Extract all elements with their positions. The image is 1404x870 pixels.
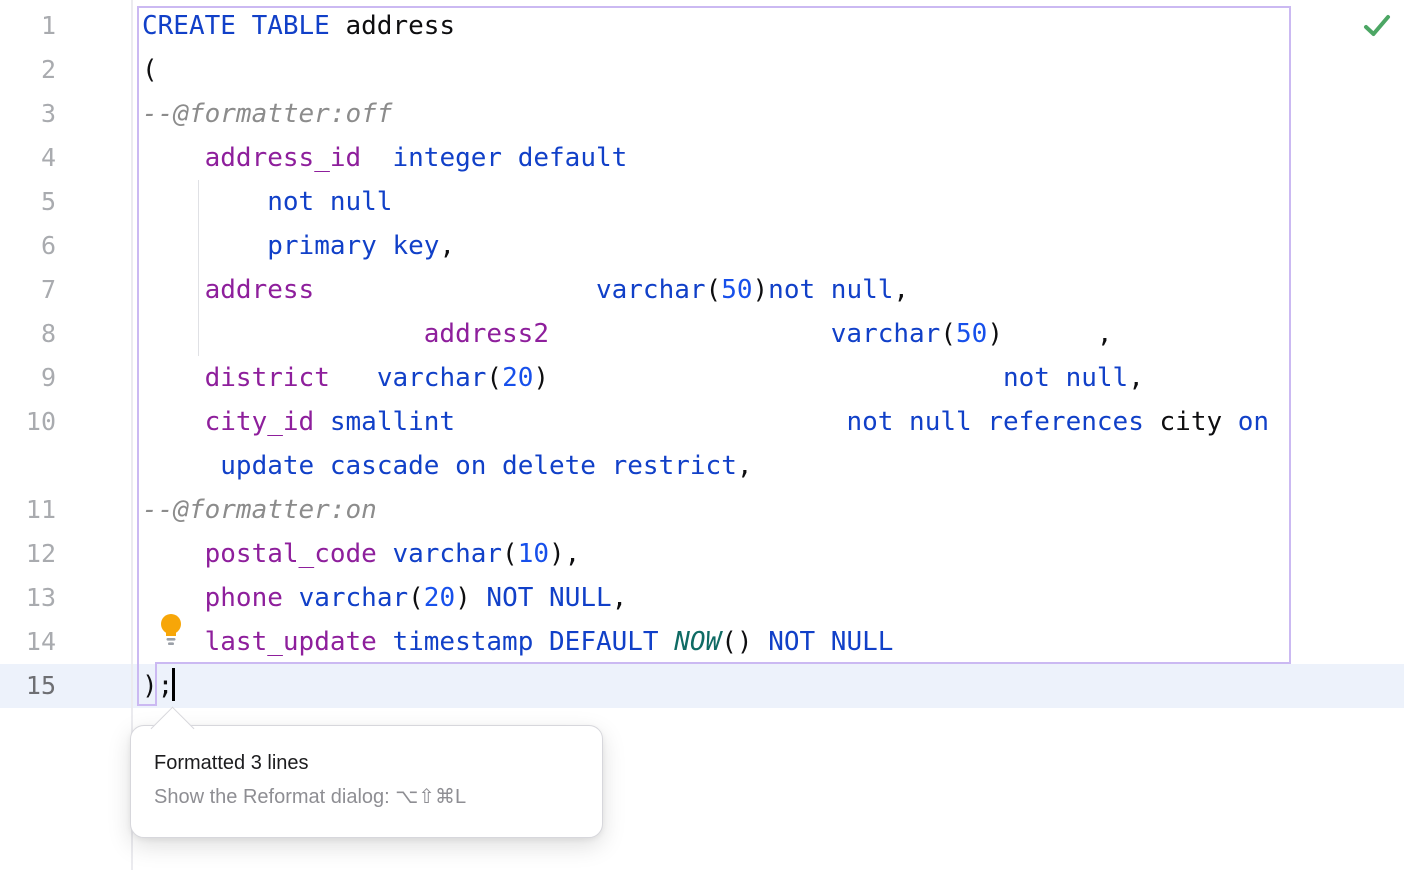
code-line-wrap[interactable]: update cascade on delete restrict, <box>0 444 1404 488</box>
code-line[interactable]: 9 district varchar(20) not null, <box>0 356 1404 400</box>
tooltip-title: Formatted 3 lines <box>154 752 309 774</box>
code-text[interactable]: district varchar(20) not null, <box>204 363 1144 393</box>
line-number[interactable]: 2 <box>40 55 56 84</box>
code-text[interactable]: update cascade on delete restrict, <box>220 451 753 481</box>
code-line[interactable]: 5 not null <box>0 180 1404 224</box>
code-text[interactable]: postal_code varchar(10), <box>204 539 581 569</box>
code-line[interactable]: 12 postal_code varchar(10), <box>0 532 1404 576</box>
code-line[interactable]: 7 address varchar(50)not null, <box>0 268 1404 312</box>
tooltip-subtitle: Show the Reformat dialog: ⌥⇧⌘L <box>154 786 467 808</box>
line-number[interactable]: 15 <box>25 671 56 700</box>
line-number[interactable]: 9 <box>40 363 56 392</box>
line-number[interactable]: 5 <box>40 187 56 216</box>
line-number[interactable]: 8 <box>40 319 56 348</box>
code-text[interactable]: ( <box>142 55 158 85</box>
line-number[interactable]: 13 <box>25 583 56 612</box>
line-number[interactable]: 6 <box>40 231 56 260</box>
text-caret <box>172 668 175 701</box>
inspection-ok-checkmark-icon[interactable] <box>1362 12 1392 40</box>
reformat-tooltip: Formatted 3 lines Show the Reformat dial… <box>130 725 603 838</box>
code-text[interactable]: CREATE TABLE address <box>142 11 456 41</box>
code-line[interactable]: 10 city_id smallint not null references … <box>0 400 1404 444</box>
code-text[interactable]: not null <box>267 187 393 217</box>
line-number[interactable]: 1 <box>40 11 56 40</box>
code-text[interactable]: --@formatter:off <box>142 99 393 129</box>
code-line[interactable]: 4 address_id integer default <box>0 136 1404 180</box>
code-text[interactable]: phone varchar(20) NOT NULL, <box>204 583 628 613</box>
code-line[interactable]: 2( <box>0 48 1404 92</box>
line-number[interactable]: 11 <box>25 495 56 524</box>
code-text[interactable]: address_id integer default <box>204 143 628 173</box>
code-line[interactable]: 1 CREATE TABLE address <box>0 4 1404 48</box>
code-line[interactable]: 11 --@formatter:on <box>0 488 1404 532</box>
line-number[interactable]: 4 <box>40 143 56 172</box>
code-line[interactable]: 15); <box>0 664 1404 708</box>
line-number[interactable]: 14 <box>25 627 56 656</box>
line-number[interactable]: 10 <box>25 407 56 436</box>
code-line[interactable]: 6 primary key, <box>0 224 1404 268</box>
code-line[interactable]: 13 phone varchar(20) NOT NULL, <box>0 576 1404 620</box>
line-number[interactable] <box>0 444 56 488</box>
line-number[interactable]: 7 <box>40 275 56 304</box>
code-text[interactable]: --@formatter:on <box>142 495 377 525</box>
code-text[interactable]: primary key, <box>267 231 456 261</box>
gutter-separator <box>131 0 133 870</box>
intention-bulb-icon[interactable] <box>156 613 186 646</box>
code-text[interactable]: ); <box>142 671 174 701</box>
code-text[interactable]: address varchar(50)not null, <box>204 275 910 305</box>
code-line[interactable]: 14 last_update timestamp DEFAULT NOW() N… <box>0 620 1404 664</box>
code-text[interactable]: city_id smallint not null references cit… <box>204 407 1270 437</box>
code-line[interactable]: 3 --@formatter:off <box>0 92 1404 136</box>
line-number[interactable]: 3 <box>40 99 56 128</box>
code-line[interactable]: 8 address2 varchar(50) , <box>0 312 1404 356</box>
code-text[interactable]: address2 varchar(50) , <box>423 319 1113 349</box>
line-number[interactable]: 12 <box>25 539 56 568</box>
